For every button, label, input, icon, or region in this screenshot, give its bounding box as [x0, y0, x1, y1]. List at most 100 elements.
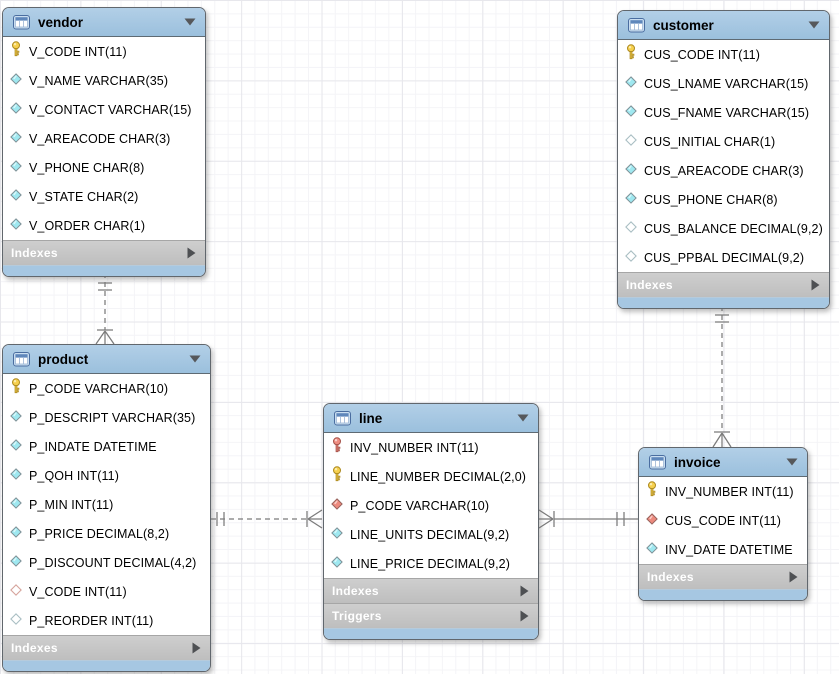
- collapse-triangle-icon[interactable]: [786, 458, 798, 466]
- column-row[interactable]: INV_DATE DATETIME: [639, 535, 807, 564]
- table-header[interactable]: vendor: [3, 8, 205, 37]
- table-footers: Indexes: [639, 564, 807, 589]
- column-row[interactable]: CUS_PPBAL DECIMAL(9,2): [618, 243, 829, 272]
- table-footers: Indexes Triggers: [324, 578, 538, 628]
- table-title: invoice: [674, 454, 721, 470]
- column-row[interactable]: P_DISCOUNT DECIMAL(4,2): [3, 548, 210, 577]
- attribute-not-null-icon: [10, 496, 22, 514]
- relationship-vendor-product[interactable]: [95, 273, 115, 345]
- table-invoice[interactable]: invoice INV_NUMBER INT(11) CUS_CODE INT(…: [638, 447, 808, 601]
- column-row[interactable]: P_CODE VARCHAR(10): [324, 491, 538, 520]
- column-label: CUS_CODE INT(11): [644, 47, 760, 62]
- column-row[interactable]: P_MIN INT(11): [3, 490, 210, 519]
- attribute-not-null-icon: [10, 217, 22, 235]
- table-title: customer: [653, 17, 714, 33]
- primary-foreign-key-icon: [331, 437, 343, 458]
- table-vendor[interactable]: vendor V_CODE INT(11) V_NAME VARCHAR(35)…: [2, 7, 206, 277]
- table-product[interactable]: product P_CODE VARCHAR(10) P_DESCRIPT VA…: [2, 344, 211, 672]
- attribute-not-null-icon: [625, 191, 637, 209]
- primary-key-icon: [10, 378, 22, 399]
- table-bottom-strip: [3, 660, 210, 671]
- collapse-triangle-icon[interactable]: [189, 355, 201, 363]
- table-customer[interactable]: customer CUS_CODE INT(11) CUS_LNAME VARC…: [617, 10, 830, 309]
- column-label: CUS_CODE INT(11): [665, 513, 781, 528]
- column-row[interactable]: V_NAME VARCHAR(35): [3, 66, 205, 95]
- column-row[interactable]: P_QOH INT(11): [3, 461, 210, 490]
- foreign-key-not-null-icon: [331, 497, 343, 515]
- triggers-bar[interactable]: Triggers: [324, 603, 538, 628]
- column-label: P_CODE VARCHAR(10): [350, 498, 490, 513]
- column-label: LINE_UNITS DECIMAL(9,2): [350, 527, 510, 542]
- indexes-bar[interactable]: Indexes: [324, 578, 538, 603]
- table-header[interactable]: line: [324, 404, 538, 433]
- table-columns: P_CODE VARCHAR(10) P_DESCRIPT VARCHAR(35…: [3, 374, 210, 635]
- table-icon: [13, 351, 30, 367]
- column-row[interactable]: V_CODE INT(11): [3, 577, 210, 606]
- column-row[interactable]: LINE_UNITS DECIMAL(9,2): [324, 520, 538, 549]
- column-row[interactable]: CUS_PHONE CHAR(8): [618, 185, 829, 214]
- column-label: INV_DATE DATETIME: [665, 542, 793, 557]
- column-label: CUS_INITIAL CHAR(1): [644, 134, 776, 149]
- table-icon: [334, 410, 351, 426]
- column-row[interactable]: CUS_BALANCE DECIMAL(9,2): [618, 214, 829, 243]
- attribute-nullable-icon: [625, 133, 637, 151]
- column-label: P_PRICE DECIMAL(8,2): [29, 526, 170, 541]
- column-row[interactable]: V_ORDER CHAR(1): [3, 211, 205, 240]
- column-row[interactable]: CUS_CODE INT(11): [639, 506, 807, 535]
- relationship-product-line[interactable]: [211, 509, 323, 529]
- footer-label: Indexes: [332, 584, 379, 598]
- table-footers: Indexes: [3, 635, 210, 660]
- collapse-triangle-icon[interactable]: [517, 414, 529, 422]
- table-header[interactable]: customer: [618, 11, 829, 40]
- primary-key-icon: [625, 44, 637, 65]
- table-header[interactable]: product: [3, 345, 210, 374]
- column-label: P_DESCRIPT VARCHAR(35): [29, 410, 196, 425]
- column-row[interactable]: P_CODE VARCHAR(10): [3, 374, 210, 403]
- footer-label: Indexes: [11, 246, 58, 260]
- footer-label: Indexes: [626, 278, 673, 292]
- column-label: LINE_NUMBER DECIMAL(2,0): [350, 469, 527, 484]
- column-row[interactable]: LINE_NUMBER DECIMAL(2,0): [324, 462, 538, 491]
- indexes-bar[interactable]: Indexes: [3, 635, 210, 660]
- column-label: V_CONTACT VARCHAR(15): [29, 102, 192, 117]
- column-row[interactable]: V_PHONE CHAR(8): [3, 153, 205, 182]
- attribute-not-null-icon: [331, 526, 343, 544]
- column-row[interactable]: V_AREACODE CHAR(3): [3, 124, 205, 153]
- column-label: V_CODE INT(11): [29, 44, 127, 59]
- column-row[interactable]: P_INDATE DATETIME: [3, 432, 210, 461]
- primary-key-icon: [331, 466, 343, 487]
- column-row[interactable]: CUS_CODE INT(11): [618, 40, 829, 69]
- table-header[interactable]: invoice: [639, 448, 807, 477]
- indexes-bar[interactable]: Indexes: [618, 272, 829, 297]
- table-footers: Indexes: [3, 240, 205, 265]
- column-row[interactable]: P_REORDER INT(11): [3, 606, 210, 635]
- indexes-bar[interactable]: Indexes: [3, 240, 205, 265]
- relationship-line-invoice[interactable]: [538, 509, 638, 529]
- column-row[interactable]: CUS_AREACODE CHAR(3): [618, 156, 829, 185]
- collapse-triangle-icon[interactable]: [184, 18, 196, 26]
- attribute-not-null-icon: [625, 162, 637, 180]
- column-row[interactable]: CUS_FNAME VARCHAR(15): [618, 98, 829, 127]
- column-label: P_CODE VARCHAR(10): [29, 381, 169, 396]
- column-row[interactable]: P_PRICE DECIMAL(8,2): [3, 519, 210, 548]
- column-row[interactable]: CUS_LNAME VARCHAR(15): [618, 69, 829, 98]
- column-row[interactable]: V_CODE INT(11): [3, 37, 205, 66]
- attribute-not-null-icon: [10, 438, 22, 456]
- column-row[interactable]: V_STATE CHAR(2): [3, 182, 205, 211]
- attribute-not-null-icon: [10, 525, 22, 543]
- column-label: CUS_PPBAL DECIMAL(9,2): [644, 250, 805, 265]
- relationship-customer-invoice[interactable]: [712, 306, 732, 448]
- column-row[interactable]: INV_NUMBER INT(11): [639, 477, 807, 506]
- indexes-bar[interactable]: Indexes: [639, 564, 807, 589]
- column-row[interactable]: LINE_PRICE DECIMAL(9,2): [324, 549, 538, 578]
- collapse-triangle-icon[interactable]: [808, 21, 820, 29]
- column-row[interactable]: INV_NUMBER INT(11): [324, 433, 538, 462]
- column-row[interactable]: CUS_INITIAL CHAR(1): [618, 127, 829, 156]
- column-row[interactable]: P_DESCRIPT VARCHAR(35): [3, 403, 210, 432]
- table-line[interactable]: line INV_NUMBER INT(11) LINE_NUMBER DECI…: [323, 403, 539, 640]
- column-row[interactable]: V_CONTACT VARCHAR(15): [3, 95, 205, 124]
- column-label: CUS_LNAME VARCHAR(15): [644, 76, 809, 91]
- footer-label: Triggers: [332, 609, 382, 623]
- table-bottom-strip: [324, 628, 538, 639]
